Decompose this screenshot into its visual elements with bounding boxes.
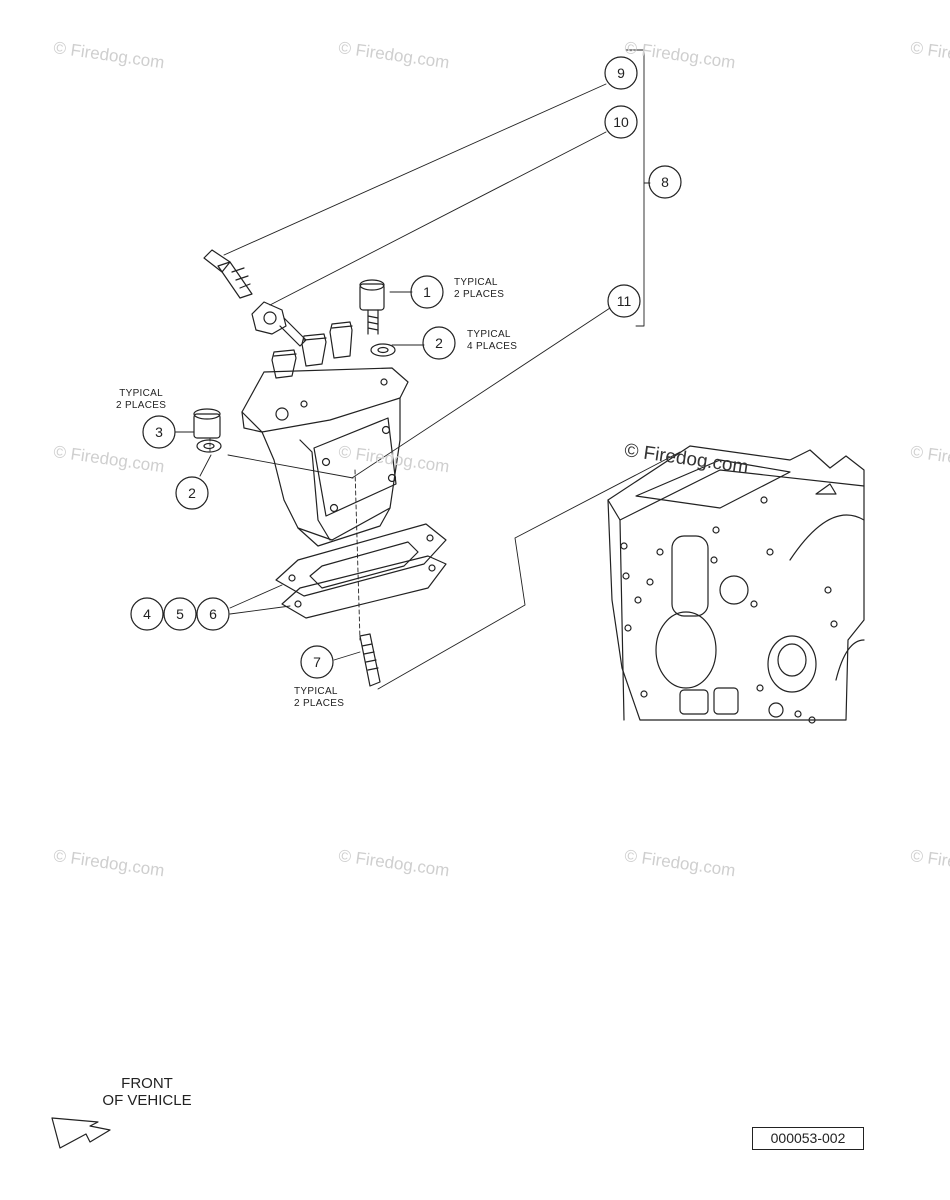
engine-block <box>607 445 865 724</box>
injection-pump <box>241 321 409 547</box>
callout-1: 1 <box>423 284 431 300</box>
gaskets <box>275 523 447 619</box>
callout-10: 10 <box>613 114 629 130</box>
front-arrow-icon <box>51 1117 111 1149</box>
cap-screw-part <box>359 279 385 335</box>
note-typical-4-places: TYPICAL 4 PLACES <box>467 329 518 352</box>
banjo-fitting-part <box>251 301 307 347</box>
callout-5: 5 <box>176 606 184 622</box>
note-typical-2-places-left: TYPICAL 2 PLACES <box>116 388 167 411</box>
note-typical-2-places-top: TYPICAL 2 PLACES <box>454 277 505 300</box>
nut-part <box>193 408 222 453</box>
callout-8: 8 <box>661 174 669 190</box>
front-of-vehicle-label: FRONT OF VEHICLE <box>102 1075 192 1109</box>
callout-7: 7 <box>313 654 321 670</box>
callout-11: 11 <box>617 293 632 309</box>
document-number: 000053-002 <box>752 1127 864 1150</box>
callout-2-top: 2 <box>435 335 443 351</box>
note-typical-2-places-bottom: TYPICAL 2 PLACES <box>294 686 345 709</box>
callout-circles <box>130 56 682 679</box>
leader-lines <box>174 49 681 690</box>
callout-numbers: 9 10 8 11 1 2 3 2 4 5 6 7 <box>143 65 669 670</box>
callout-2-left: 2 <box>188 485 196 501</box>
callout-3: 3 <box>155 424 163 440</box>
stud-part <box>359 633 381 687</box>
banjo-bolt-part <box>203 249 253 299</box>
washer-part <box>370 343 396 357</box>
callout-6: 6 <box>209 606 217 622</box>
callout-4: 4 <box>143 606 151 622</box>
callout-9: 9 <box>617 65 625 81</box>
